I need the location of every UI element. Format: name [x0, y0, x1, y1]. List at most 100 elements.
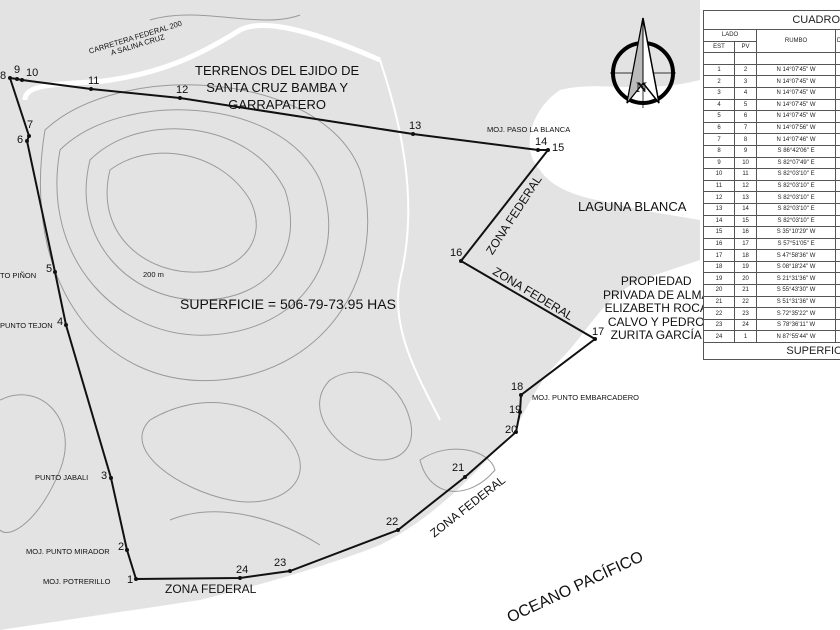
cell-est: 13 [703, 202, 735, 216]
cell-est: 7 [703, 133, 735, 146]
vertex-marker [125, 548, 129, 552]
cell-est: 6 [703, 121, 735, 135]
vertex-marker [238, 576, 242, 580]
cell-pv: 14 [733, 202, 758, 216]
vertex-label: 9 [14, 64, 21, 76]
cell-rumbo: S 82°03'10" E [756, 179, 837, 193]
cell-rumbo: N 14°07'45" W [756, 63, 837, 77]
cell-pv: 16 [733, 226, 758, 239]
cell-rumbo: S 82°07'49" E [756, 156, 837, 170]
landmark-potrerillo: MOJ. POTRERILLO [43, 577, 111, 586]
cell-rumbo: S 55°43'30" W [756, 284, 837, 297]
col-est: EST [703, 40, 735, 54]
vertex-label: 19 [509, 404, 522, 416]
cell-rumbo: S 72°35'22" W [756, 307, 837, 320]
landmark-mirador: MOJ. PUNTO MIRADOR [26, 547, 110, 556]
vertex-marker [134, 577, 138, 581]
cell-est: 19 [703, 272, 735, 286]
cell-distancia [835, 98, 840, 112]
cell-distancia [835, 63, 840, 77]
vertex-label: 11 [88, 75, 100, 87]
cell-est: 15 [703, 226, 735, 239]
cell-pv: 1 [733, 330, 758, 344]
cell-pv: 24 [733, 318, 758, 332]
vertex-marker [396, 528, 400, 532]
compass-letter: N [636, 80, 647, 96]
cell-pv: 5 [733, 98, 758, 112]
cell-pv: 10 [733, 156, 758, 170]
cell-distancia [835, 133, 840, 146]
table-footer: SUPERFIC [703, 342, 840, 361]
cell-rumbo: N 14°07'45" W [756, 75, 837, 88]
vertex-marker [546, 148, 550, 152]
cell-rumbo: S 82°03'10" E [756, 202, 837, 216]
cell-rumbo: N 87°55'44" W [756, 330, 837, 344]
vertex-label: 18 [511, 381, 524, 393]
cell-pv: 2 [733, 63, 758, 77]
vertex-marker [593, 337, 597, 341]
property-line: ELIZABETH ROCA [604, 301, 708, 315]
landmark-tejon: PUNTO TEJON [0, 321, 53, 330]
vertex-marker [288, 569, 292, 573]
highway-road [22, 22, 382, 101]
cell-rumbo: S 82°03'10" E [756, 191, 837, 204]
cell-distancia [835, 191, 840, 204]
landmark-pinon: TO PIÑON [0, 271, 37, 280]
cell-distancia [835, 249, 840, 262]
cell-pv: 7 [733, 121, 758, 135]
vertex-marker [64, 323, 68, 327]
cell-est: 3 [703, 86, 735, 100]
cell-distancia [835, 284, 840, 297]
cell-est: 10 [703, 168, 735, 181]
vertex-label: 17 [592, 326, 605, 338]
vertex-label: 22 [386, 516, 399, 528]
lagoon-label: LAGUNA BLANCA [578, 199, 687, 214]
vertex-label: 20 [505, 424, 518, 436]
vertex-label: 4 [57, 316, 64, 328]
contour-elevation-label: 200 m [143, 270, 164, 279]
property-line: PROPIEDAD [620, 274, 692, 288]
cell-est: 14 [703, 214, 735, 228]
vertex-label: 24 [236, 564, 249, 576]
ejido-line: SANTA CRUZ BAMBA Y [206, 80, 349, 95]
cell-distancia [835, 307, 840, 320]
landmark-jabali: PUNTO JABALI [35, 473, 89, 482]
vertex-marker [411, 132, 415, 136]
vertex-label: 13 [409, 120, 422, 132]
cell-distancia [835, 75, 840, 88]
cell-est: 2 [703, 75, 735, 88]
cell-est: 12 [703, 191, 735, 204]
ejido-label: TERRENOS DEL EJIDO DE SANTA CRUZ BAMBA Y… [195, 62, 359, 113]
property-label: PROPIEDAD PRIVADA DE ALMA ELIZABETH ROCA… [603, 274, 709, 343]
vertex-label: 3 [101, 470, 108, 482]
vertex-marker [53, 270, 57, 274]
cell-rumbo: S 82°03'10" E [756, 168, 837, 181]
cell-pv: 18 [733, 249, 758, 262]
cell-distancia [835, 237, 840, 251]
vertex-label: 21 [452, 462, 465, 474]
cell-est: 5 [703, 110, 735, 123]
col-pv: PV [733, 40, 758, 54]
cell-est: 20 [703, 284, 735, 297]
property-line: ZURITA GARCÍA [610, 328, 702, 342]
vertex-label: 7 [27, 119, 34, 131]
cell-pv: 4 [733, 86, 758, 100]
cell-rumbo: S 78°36'11" W [756, 318, 837, 332]
landmark-paso-la-blanca: MOJ. PASO LA BLANCA [487, 125, 571, 134]
vertex-label: 8 [0, 70, 7, 82]
cell-pv: 15 [733, 214, 758, 228]
vertex-label: 6 [17, 134, 24, 146]
